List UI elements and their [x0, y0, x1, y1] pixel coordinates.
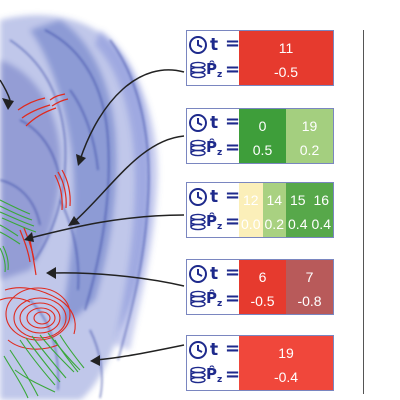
arrow-1: [79, 69, 185, 161]
value-cells: 11 -0.5: [239, 31, 333, 85]
rotation-value: -0.5: [250, 293, 275, 309]
rotation-equals: =: [225, 288, 241, 309]
arrow-5: [95, 344, 185, 361]
arrow-4: [51, 272, 185, 287]
time-value: 0: [258, 118, 267, 134]
time-value: 16: [313, 192, 330, 208]
time-symbol: t: [210, 113, 219, 133]
value-cells: 19 -0.4: [239, 336, 333, 390]
rotation-equals: =: [225, 211, 241, 232]
rotation-equals: =: [225, 59, 241, 80]
red-vortex: [0, 287, 76, 350]
arrow-3: [29, 214, 185, 239]
red-streamlines: [17, 93, 71, 276]
value-cells: 6 -0.5 7 -0.8: [239, 260, 333, 314]
rotation-symbol: P̂z: [206, 289, 223, 309]
rotation-equals: =: [225, 137, 241, 158]
time-equals: =: [225, 338, 241, 359]
panel-legend: [187, 336, 239, 390]
rotation-symbol: P̂z: [206, 365, 223, 385]
rotation-symbol: P̂z: [206, 212, 223, 232]
time-value: 19: [278, 345, 294, 361]
value-cell: 19 -0.4: [239, 336, 333, 390]
rotation-value: 0.5: [252, 142, 273, 158]
clock-icon: [189, 114, 207, 132]
vertical-divider: [363, 30, 364, 394]
time-value: 15: [289, 192, 306, 208]
time-value: 7: [305, 269, 314, 285]
panel-legend: [187, 109, 239, 163]
time-value: 12: [242, 192, 259, 208]
vessel-outlines: [0, 29, 150, 399]
panel-legend: [187, 260, 239, 314]
rotation-value: 0.2: [264, 216, 284, 232]
time-equals: =: [225, 111, 241, 132]
rotation-value: 0.4: [311, 216, 331, 232]
rotation-value: -0.4: [273, 369, 299, 385]
time-symbol: t: [210, 340, 219, 360]
time-value: 11: [278, 40, 294, 56]
rotation-value: -0.8: [297, 293, 322, 309]
arrow-edge: [0, 79, 11, 101]
value-cell: 6 -0.5: [239, 260, 286, 314]
spiral-rotation-icon: [190, 213, 206, 231]
spiral-rotation-icon: [190, 366, 206, 384]
clock-icon: [189, 36, 207, 54]
rotation-value: 0.2: [299, 142, 320, 158]
clock-icon: [189, 265, 207, 283]
time-equals: =: [225, 262, 241, 283]
spiral-rotation-icon: [190, 139, 206, 157]
rotation-symbol: P̂z: [206, 60, 223, 80]
arrow-heads: [2, 98, 100, 366]
time-symbol: t: [210, 264, 219, 284]
spiral-rotation-icon: [190, 290, 206, 308]
time-equals: =: [225, 185, 241, 206]
rotation-symbol: P̂z: [206, 138, 223, 158]
time-value: 14: [266, 192, 283, 208]
rotation-value: -0.5: [273, 64, 299, 80]
clock-icon: [189, 341, 207, 359]
arrow-2: [73, 135, 185, 223]
time-symbol: t: [210, 187, 219, 207]
value-cell: 11 -0.5: [239, 31, 333, 85]
vessel-volume: [0, 15, 159, 400]
time-equals: =: [225, 33, 241, 54]
rotation-value: 0.0: [241, 216, 261, 232]
rotation-equals: =: [225, 364, 241, 385]
panel-legend: [187, 183, 239, 237]
time-value: 6: [258, 269, 267, 285]
time-symbol: t: [210, 35, 219, 55]
clock-icon: [189, 188, 207, 206]
green-streamlines: [0, 199, 85, 399]
spiral-rotation-icon: [190, 61, 206, 79]
rotation-value: 0.4: [288, 216, 308, 232]
panel-legend: [187, 31, 239, 85]
annotation-arrows: [29, 69, 185, 361]
value-cell: 7 -0.8: [286, 260, 333, 314]
time-value: 19: [301, 118, 318, 134]
